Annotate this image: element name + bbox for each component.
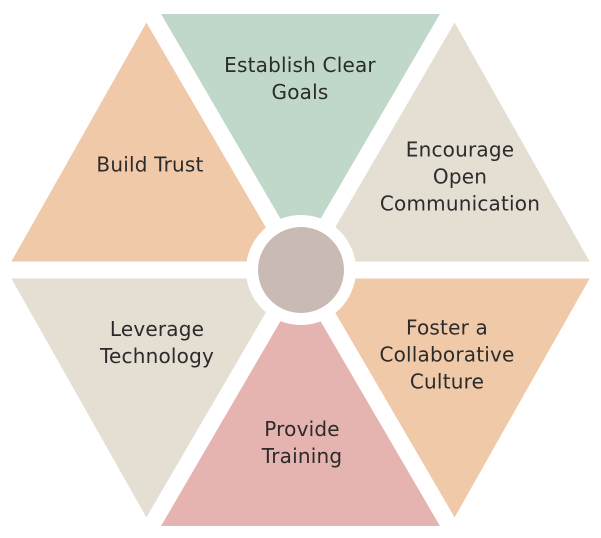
label-line: Culture bbox=[409, 369, 485, 394]
label-line: Leverage bbox=[109, 317, 205, 341]
label-line: Technology bbox=[99, 344, 215, 368]
segment-label-provide-training: Provide Training bbox=[262, 416, 343, 470]
segment-label-leverage-technology: Leverage Technology bbox=[100, 316, 214, 370]
label-line: Goals bbox=[271, 80, 329, 104]
segment-label-encourage-open-communication: Encourage Open Communication bbox=[380, 137, 540, 218]
label-line: Provide bbox=[264, 417, 340, 441]
segment-label-foster-collaborative-culture: Foster a Collaborative Culture bbox=[379, 315, 514, 396]
segment-label-establish-clear-goals: Establish Clear Goals bbox=[224, 52, 376, 106]
label-line: Foster a bbox=[405, 315, 489, 340]
segment-label-build-trust: Build Trust bbox=[96, 152, 203, 179]
label-line: Open bbox=[432, 164, 488, 189]
label-line: Communication bbox=[379, 191, 541, 216]
label-line: Training bbox=[261, 444, 343, 468]
label-line: Establish Clear bbox=[224, 53, 376, 77]
label-line: Encourage bbox=[405, 137, 515, 162]
label-line: Build Trust bbox=[96, 152, 204, 177]
center-circle bbox=[258, 227, 344, 313]
label-line: Collaborative bbox=[379, 342, 515, 367]
